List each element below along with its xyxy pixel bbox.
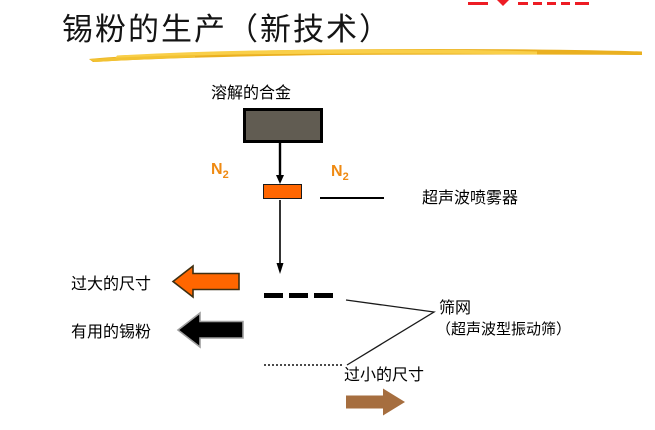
atomizer-callout-line bbox=[320, 197, 384, 199]
n2-label-left: N2 bbox=[211, 161, 229, 182]
logo-fragment bbox=[518, 2, 528, 5]
sieve-dash bbox=[264, 293, 283, 298]
logo-fragment bbox=[575, 2, 589, 5]
title-highlight-stroke bbox=[89, 49, 642, 62]
oversize-label: 过大的尺寸 bbox=[71, 274, 152, 293]
atomizer-nozzle bbox=[263, 184, 302, 199]
n2-label-right: N2 bbox=[331, 163, 349, 184]
sieve-note-label: （超声波型振动筛） bbox=[436, 320, 572, 338]
undersize-label: 过小的尺寸 bbox=[344, 365, 425, 384]
logo-fragment bbox=[468, 2, 488, 5]
logo-fragment bbox=[547, 2, 556, 5]
page-title: 锡粉的生产（新技术） bbox=[62, 12, 392, 48]
logo-fragment bbox=[561, 2, 570, 5]
molten-alloy-label: 溶解的合金 bbox=[211, 83, 292, 102]
feed-arrow bbox=[276, 141, 284, 184]
sieve-mesh-dashes bbox=[264, 293, 333, 298]
oversize-arrow bbox=[171, 264, 240, 299]
fines-dotted-line bbox=[264, 364, 342, 366]
logo-fragment bbox=[497, 0, 509, 6]
useful-powder-label: 有用的锡粉 bbox=[71, 322, 152, 341]
sieve-callout-lines bbox=[345, 299, 436, 366]
logo-fragment bbox=[533, 2, 542, 5]
melt-box bbox=[243, 108, 323, 143]
useful-powder-arrow bbox=[176, 311, 244, 349]
cropped-logo-fragments bbox=[466, 0, 592, 7]
sieve-label: 筛网 bbox=[439, 298, 472, 317]
atomizer-label: 超声波喷雾器 bbox=[422, 188, 519, 207]
undersize-arrow bbox=[346, 388, 405, 416]
sieve-dash bbox=[289, 293, 308, 298]
spray-arrow bbox=[276, 200, 284, 274]
sieve-dash bbox=[314, 293, 333, 298]
